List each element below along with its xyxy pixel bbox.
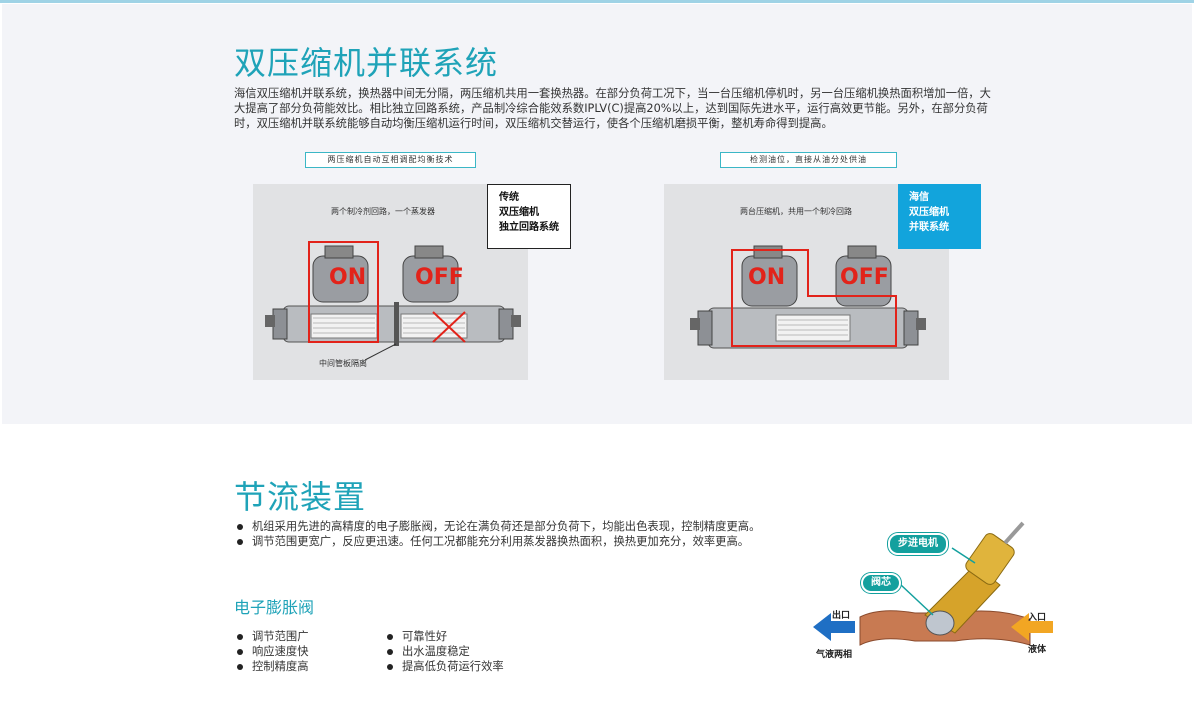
left-caption: 两压缩机自动互相调配均衡技术 bbox=[305, 152, 476, 168]
list-item: 控制精度高 bbox=[234, 660, 384, 674]
list-item: 调节范围更宽广，反应更迅速。任何工况都能充分利用蒸发器换热面积，换热更加充分，效… bbox=[234, 535, 762, 549]
left-panel-bottom-note: 中间管板隔离 bbox=[319, 359, 367, 368]
eev-diagram bbox=[813, 521, 1053, 646]
on-label-right: ON bbox=[748, 265, 786, 290]
outlet-arrow-icon bbox=[813, 613, 855, 641]
inlet-arrow-icon bbox=[1011, 613, 1053, 641]
shared-circuit-highlight bbox=[731, 249, 897, 347]
features-left-list: 调节范围广 响应速度快 控制精度高 bbox=[234, 630, 384, 675]
outlet-label: 出口 bbox=[832, 611, 851, 621]
traditional-system-diagram: 两个制冷剂回路，一个蒸发器 ON OFF 中间管板隔离 bbox=[253, 184, 528, 380]
section-paragraph: 海信双压缩机并联系统，换热器中间无分隔，两压缩机共用一套换热器。在部分负荷工况下… bbox=[234, 87, 991, 130]
liquid-label: 液体 bbox=[1028, 645, 1047, 655]
off-label-left: OFF bbox=[415, 265, 464, 290]
section-title-throttle: 节流装置 bbox=[234, 478, 367, 516]
right-panel-note: 两台压缩机，共用一个制冷回路 bbox=[740, 207, 852, 216]
right-caption: 检测油位，直接从油分处供油 bbox=[720, 152, 897, 168]
left-panel-note: 两个制冷剂回路，一个蒸发器 bbox=[331, 207, 435, 216]
on-highlight-box bbox=[308, 241, 379, 343]
two-phase-label: 气液两相 bbox=[816, 650, 853, 660]
callout-line-1: 海信 bbox=[909, 192, 929, 203]
callout-line-3: 独立回路系统 bbox=[499, 222, 559, 233]
hisense-parallel-illustration bbox=[690, 245, 926, 349]
valve-core-icon bbox=[925, 610, 955, 636]
features-right-list: 可靠性好 出水温度稳定 提高低负荷运行效率 bbox=[384, 630, 564, 675]
valve-core-label: 阀芯 bbox=[861, 573, 901, 593]
list-item: 出水温度稳定 bbox=[384, 645, 564, 659]
hisense-callout: 海信 双压缩机 并联系统 bbox=[898, 184, 981, 249]
callout-line-2: 双压缩机 bbox=[909, 207, 949, 218]
inlet-label: 入口 bbox=[1028, 613, 1047, 623]
callout-line-2: 双压缩机 bbox=[499, 207, 539, 218]
on-label-left: ON bbox=[329, 265, 367, 290]
section-title-parallel: 双压缩机并联系统 bbox=[234, 44, 499, 82]
traditional-system-illustration bbox=[265, 241, 521, 361]
callout-line-3: 并联系统 bbox=[909, 222, 949, 233]
eev-subtitle: 电子膨胀阀 bbox=[234, 598, 315, 617]
list-item: 调节范围广 bbox=[234, 630, 384, 644]
stepper-motor-icon bbox=[965, 533, 1015, 585]
top-divider bbox=[0, 0, 1194, 3]
traditional-callout: 传统 双压缩机 独立回路系统 bbox=[487, 184, 571, 249]
throttle-bullet-list: 机组采用先进的高精度的电子膨胀阀，无论在满负荷还是部分负荷下，均能出色表现，控制… bbox=[234, 520, 762, 550]
list-item: 提高低负荷运行效率 bbox=[384, 660, 564, 674]
list-item: 响应速度快 bbox=[234, 645, 384, 659]
section-parallel-system bbox=[2, 4, 1192, 424]
stepper-motor-label: 步进电机 bbox=[888, 533, 948, 555]
middle-tube-plate bbox=[394, 302, 399, 346]
list-item: 可靠性好 bbox=[384, 630, 564, 644]
callout-line-1: 传统 bbox=[499, 192, 519, 203]
off-label-right: OFF bbox=[840, 265, 889, 290]
list-item: 机组采用先进的高精度的电子膨胀阀，无论在满负荷还是部分负荷下，均能出色表现，控制… bbox=[234, 520, 762, 534]
